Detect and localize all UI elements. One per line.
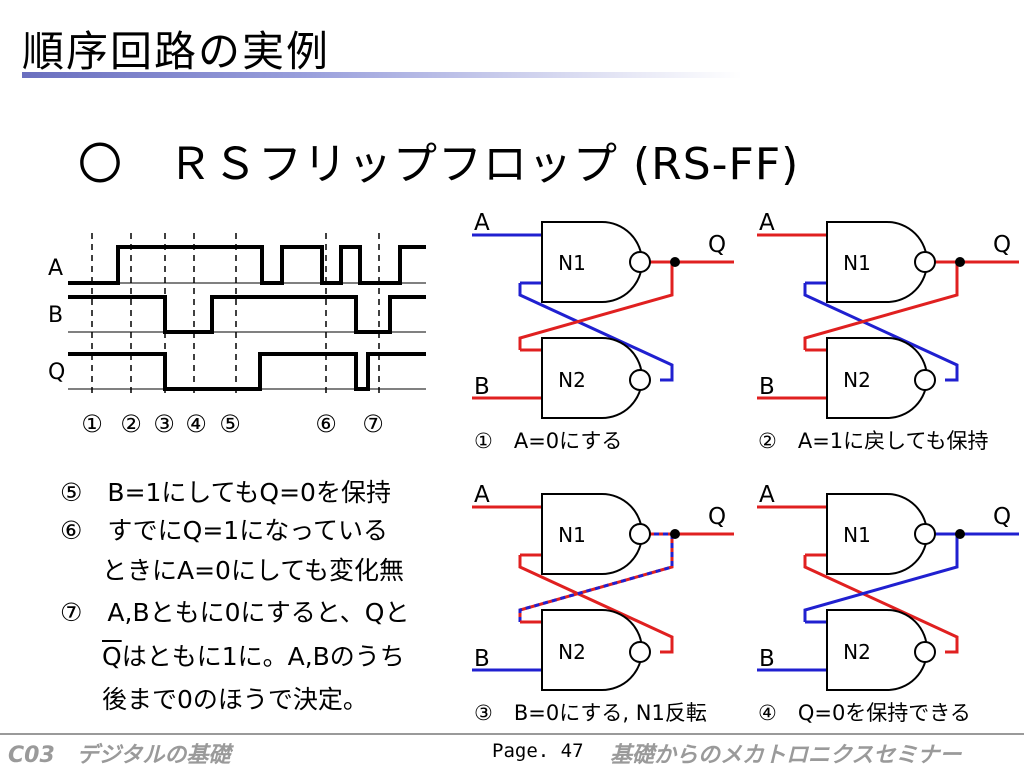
- inverter-bubble-n2: [914, 369, 936, 391]
- caption-3: ③ B=0にする, N1反転: [474, 701, 707, 725]
- label-a: A: [474, 210, 490, 236]
- caption-2: ② A=1に戻しても保持: [758, 429, 989, 453]
- step-7-text-end: 後まで0のほうで決定。: [102, 685, 368, 714]
- wire-q-to-n2: [803, 260, 959, 350]
- footer-seminar: 基礎からのメカトロニクスセミナー: [610, 743, 962, 768]
- inverter-bubble-n2: [629, 369, 651, 391]
- marker-1: ①: [81, 410, 103, 438]
- wire-q-feedback: [803, 555, 959, 654]
- signal-label-q: Q: [48, 360, 65, 385]
- circuit-panel-2: A Q B N1 N2: [757, 210, 1019, 419]
- inverter-bubble-n1: [629, 251, 651, 273]
- label-b: B: [474, 646, 490, 672]
- marker-7: ⑦: [362, 410, 384, 438]
- inverter-bubble-n1: [914, 523, 936, 545]
- junction-dot: [955, 257, 965, 267]
- label-n1: N1: [843, 523, 871, 547]
- wire-q-to-n2: [803, 532, 959, 622]
- title-underline: [22, 72, 742, 78]
- label-b: B: [474, 374, 490, 400]
- wire-q-feedback: [518, 555, 674, 654]
- nand-gate-n2: [826, 609, 928, 691]
- signal-label-a: A: [48, 256, 63, 281]
- label-n2: N2: [843, 640, 871, 664]
- nand-gate-n2: [541, 337, 643, 419]
- nand-gate-n2: [826, 337, 928, 419]
- waveform-a: [68, 245, 426, 285]
- page-title: 順序回路の実例: [22, 27, 331, 76]
- step-6-text-cont: ときにA=0にしても変化無: [102, 556, 404, 585]
- wire-q-feedback: [518, 283, 674, 382]
- caption-1: ① A=0にする: [474, 429, 623, 453]
- marker-5: ⑤: [219, 410, 241, 438]
- wire-q-to-n2: [518, 260, 674, 350]
- nand-gate-n2: [541, 609, 643, 691]
- nand-gate-n1: [541, 221, 643, 303]
- marker-3: ③: [153, 410, 175, 438]
- circuit-panel-1: A Q B N1 N2: [472, 210, 734, 419]
- footer-course: C03 デジタルの基礎: [8, 743, 231, 768]
- label-n2: N2: [843, 368, 871, 392]
- marker-4: ④: [185, 410, 207, 438]
- footer-page: Page. 47: [492, 740, 584, 762]
- step-6-text: ⑥ すでにQ=1になっている: [60, 516, 388, 545]
- marker-6: ⑥: [315, 410, 337, 438]
- footer-rule: [0, 733, 1024, 735]
- step-7-text-cont: Qはともに1に。A,Bのうち: [102, 637, 405, 673]
- label-n1: N1: [843, 251, 871, 275]
- label-n2: N2: [558, 368, 586, 392]
- waveform-b: [68, 295, 426, 334]
- label-a: A: [474, 482, 490, 508]
- label-q: Q: [708, 232, 726, 258]
- label-n1: N1: [558, 523, 586, 547]
- step-7-text: ⑦ A,Bともに0にすると、Qと: [60, 598, 410, 627]
- label-n1: N1: [558, 251, 586, 275]
- wire-q-to-n2-transition: [518, 532, 674, 622]
- inverter-bubble-n1: [629, 523, 651, 545]
- slide-heading: 〇 ＲＳフリップフロップ (RS-FF): [78, 139, 800, 190]
- label-a: A: [759, 210, 775, 236]
- inverter-bubble-n2: [914, 641, 936, 663]
- circuit-panel-4: A Q B N1 N2: [757, 482, 1019, 691]
- nand-gate-n1: [826, 221, 928, 303]
- nand-gate-n1: [826, 493, 928, 575]
- waveform-q: [68, 352, 426, 391]
- signal-label-b: B: [48, 303, 63, 328]
- step-7-text-cont-body: はともに1に。A,Bのうち: [121, 642, 405, 671]
- q-bar: Q: [102, 642, 122, 671]
- label-a: A: [759, 482, 775, 508]
- wire-q-feedback: [803, 283, 959, 382]
- junction-dot: [670, 529, 680, 539]
- label-b: B: [759, 374, 775, 400]
- caption-4: ④ Q=0を保持できる: [758, 701, 971, 725]
- junction-dot: [670, 257, 680, 267]
- junction-dot: [955, 529, 965, 539]
- inverter-bubble-n2: [629, 641, 651, 663]
- label-n2: N2: [558, 640, 586, 664]
- label-q: Q: [993, 232, 1011, 258]
- circuit-panel-3: A Q B N1 N2: [472, 482, 734, 691]
- label-b: B: [759, 646, 775, 672]
- marker-2: ②: [120, 410, 142, 438]
- label-q: Q: [993, 504, 1011, 530]
- nand-gate-n1: [541, 493, 643, 575]
- inverter-bubble-n1: [914, 251, 936, 273]
- step-5-text: ⑤ B=1にしてもQ=0を保持: [60, 478, 391, 507]
- label-q: Q: [708, 504, 726, 530]
